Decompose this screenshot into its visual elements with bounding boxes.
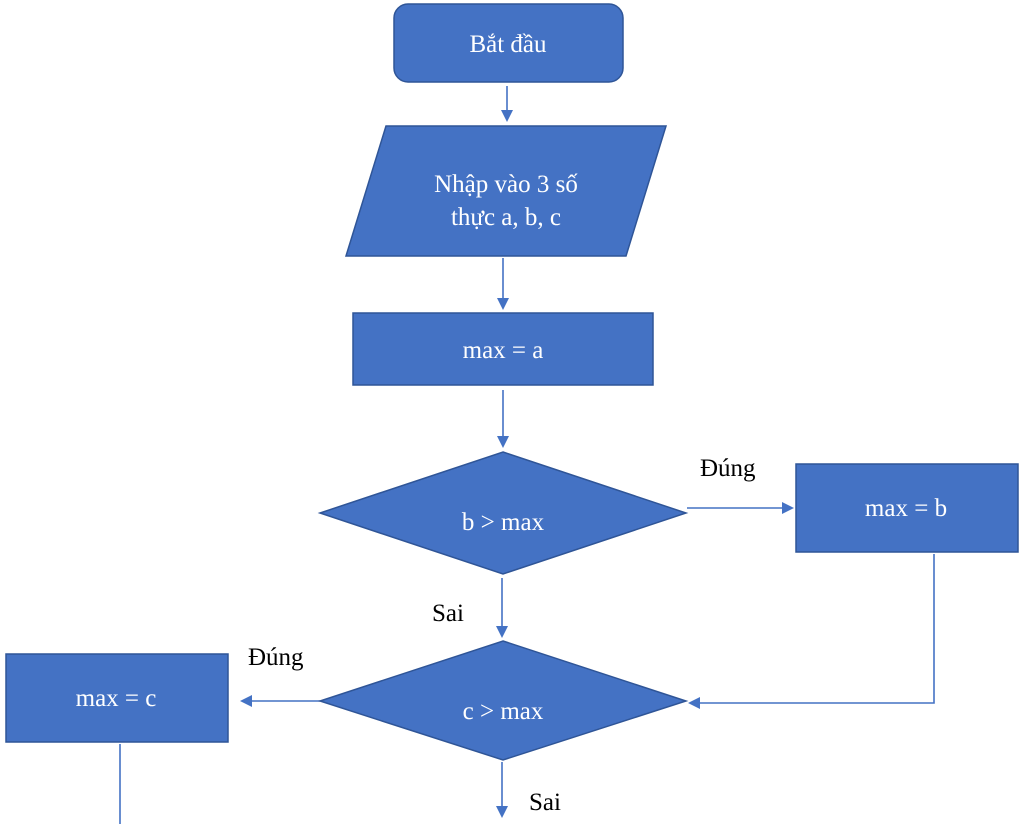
edge-assign-b-to-decision-c (698, 554, 935, 704)
arrowhead-decision-b-false (496, 626, 508, 638)
arrowhead-assign-b-to-decision-c (688, 697, 700, 709)
node-init: max = a (352, 312, 654, 386)
decision-c-diamond-shape (317, 640, 689, 761)
edge-label-c-false: Sai (529, 789, 561, 816)
arrowhead-decision-c-true (240, 695, 252, 707)
init-label: max = a (463, 337, 544, 364)
arrowhead-input-to-init (497, 298, 509, 310)
start-label: Bắt đầu (469, 31, 547, 58)
assign-c-process-shape (5, 653, 229, 743)
decision-b-label: b > max (462, 509, 545, 536)
node-decision-c: c > max (317, 640, 689, 761)
decision-b-diamond-shape (317, 451, 689, 575)
assign-b-process-shape (795, 463, 1019, 553)
input-label-line2: thực a, b, c (451, 204, 561, 231)
arrowhead-decision-c-false (496, 806, 508, 818)
arrowhead-init-to-decision-b (497, 436, 509, 448)
init-process-shape (352, 312, 654, 386)
arrowhead-decision-b-true (782, 502, 794, 514)
start-terminal-shape (393, 3, 624, 83)
node-assign-c: max = c (5, 653, 229, 743)
input-parallelogram-shape (344, 125, 668, 257)
node-start: Bắt đầu (393, 3, 624, 83)
assign-c-label: max = c (76, 685, 157, 712)
edge-labels: Đúng Sai Đúng Sai (248, 455, 756, 816)
edge-label-b-true: Đúng (700, 455, 756, 482)
node-input: Nhập vào 3 số thực a, b, c (344, 125, 668, 257)
arrowhead-start-to-input (501, 110, 513, 122)
edge-label-b-false: Sai (432, 600, 464, 627)
input-label-line1: Nhập vào 3 số (434, 171, 578, 198)
node-assign-b: max = b (795, 463, 1019, 553)
edge-label-c-true: Đúng (248, 644, 304, 671)
node-decision-b: b > max (317, 451, 689, 575)
decision-c-label: c > max (463, 698, 544, 725)
connectors (119, 86, 935, 824)
assign-b-label: max = b (865, 495, 947, 522)
